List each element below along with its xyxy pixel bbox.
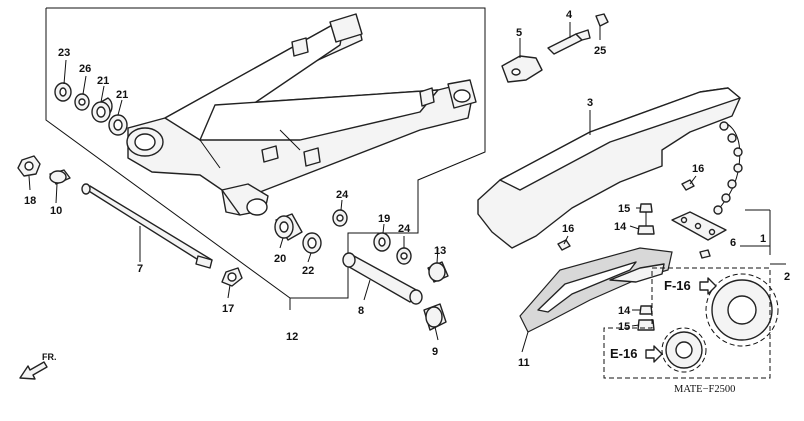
part-number: 21 <box>97 75 109 87</box>
arrow-right-icon <box>699 277 717 295</box>
part-number: 17 <box>222 303 234 315</box>
part-number: 24 <box>398 223 411 235</box>
part-number: 5 <box>516 27 522 39</box>
chain-case <box>477 87 741 249</box>
part-number: 11 <box>518 357 530 369</box>
e16-label: E-16 <box>610 346 637 361</box>
bearing-stack <box>54 82 128 136</box>
part-numbers: 23 26 21 21 18 10 7 17 12 20 22 24 19 24… <box>24 9 790 369</box>
diagram-code: MATE−F2500 <box>674 384 735 395</box>
arrow-front-icon <box>19 361 48 380</box>
leader-lines <box>28 22 697 353</box>
part-number: 14 <box>618 305 631 317</box>
part-number: 16 <box>692 163 704 175</box>
front-direction-indicator: FR. <box>19 352 57 380</box>
part-number: 13 <box>434 245 446 257</box>
part-number: 7 <box>137 263 143 275</box>
part-number: 20 <box>274 253 286 265</box>
part-number: 12 <box>286 331 298 343</box>
front-label: FR. <box>42 352 57 362</box>
f16-reference: F-16 <box>664 277 717 295</box>
e16-reference: E-16 <box>610 345 663 363</box>
drive-chain <box>671 121 743 259</box>
needle-bearings <box>274 209 412 265</box>
part-number: 2 <box>784 271 790 283</box>
part-number: 14 <box>614 221 627 233</box>
part-number: 16 <box>562 223 574 235</box>
chain-guard <box>519 247 673 333</box>
part-number: 9 <box>432 346 438 358</box>
part-number: 6 <box>730 237 736 249</box>
part-number: 22 <box>302 265 314 277</box>
part-number: 25 <box>594 45 606 57</box>
drive-sprocket <box>661 327 707 373</box>
f16-label: F-16 <box>664 278 691 293</box>
arrow-right-icon <box>645 345 663 363</box>
part-number: 23 <box>58 47 70 59</box>
part-number: 15 <box>618 203 630 215</box>
reference-frames <box>603 209 786 379</box>
chain-adjuster <box>501 13 609 83</box>
part-number: 26 <box>79 63 91 75</box>
fasteners <box>557 179 695 331</box>
pivot-hardware <box>17 155 243 287</box>
part-number: 18 <box>24 195 36 207</box>
part-number: 8 <box>358 305 364 317</box>
part-number: 1 <box>760 233 766 245</box>
part-number: 24 <box>336 189 349 201</box>
part-number: 19 <box>378 213 390 225</box>
part-number: 4 <box>566 9 573 21</box>
part-number: 21 <box>116 89 128 101</box>
swingarm <box>126 13 477 216</box>
pivot-collar <box>342 252 449 331</box>
part-number: 3 <box>587 97 593 109</box>
driven-sprocket <box>705 273 779 347</box>
part-number: 15 <box>618 321 630 333</box>
part-number: 10 <box>50 205 62 217</box>
